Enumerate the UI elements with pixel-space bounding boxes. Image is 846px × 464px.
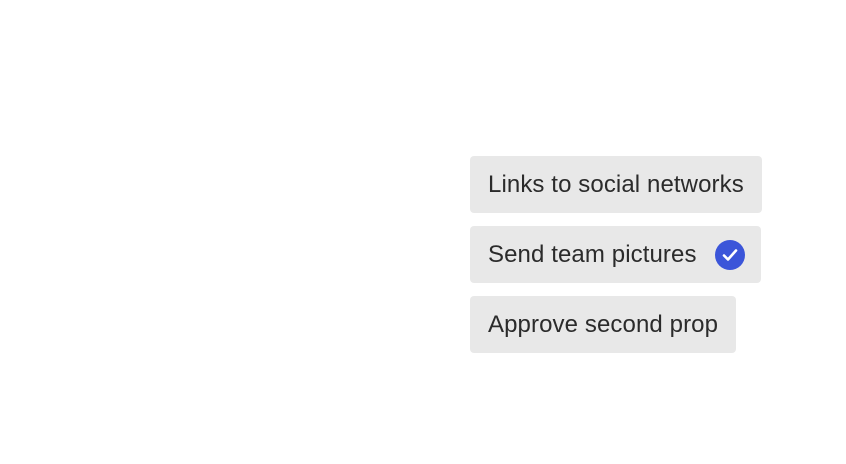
chip-links-to-social-networks[interactable]: Links to social networks (470, 156, 762, 213)
chip-label: Send team pictures (488, 240, 697, 268)
check-circle-icon (714, 239, 745, 270)
chip-label: Links to social networks (488, 170, 744, 198)
chip-approve-second-prop[interactable]: Approve second prop (470, 296, 737, 353)
chip-label: Approve second prop (488, 310, 719, 338)
task-chip-list: Links to social networks Send team pictu… (470, 156, 762, 353)
chip-send-team-pictures[interactable]: Send team pictures (470, 226, 761, 283)
